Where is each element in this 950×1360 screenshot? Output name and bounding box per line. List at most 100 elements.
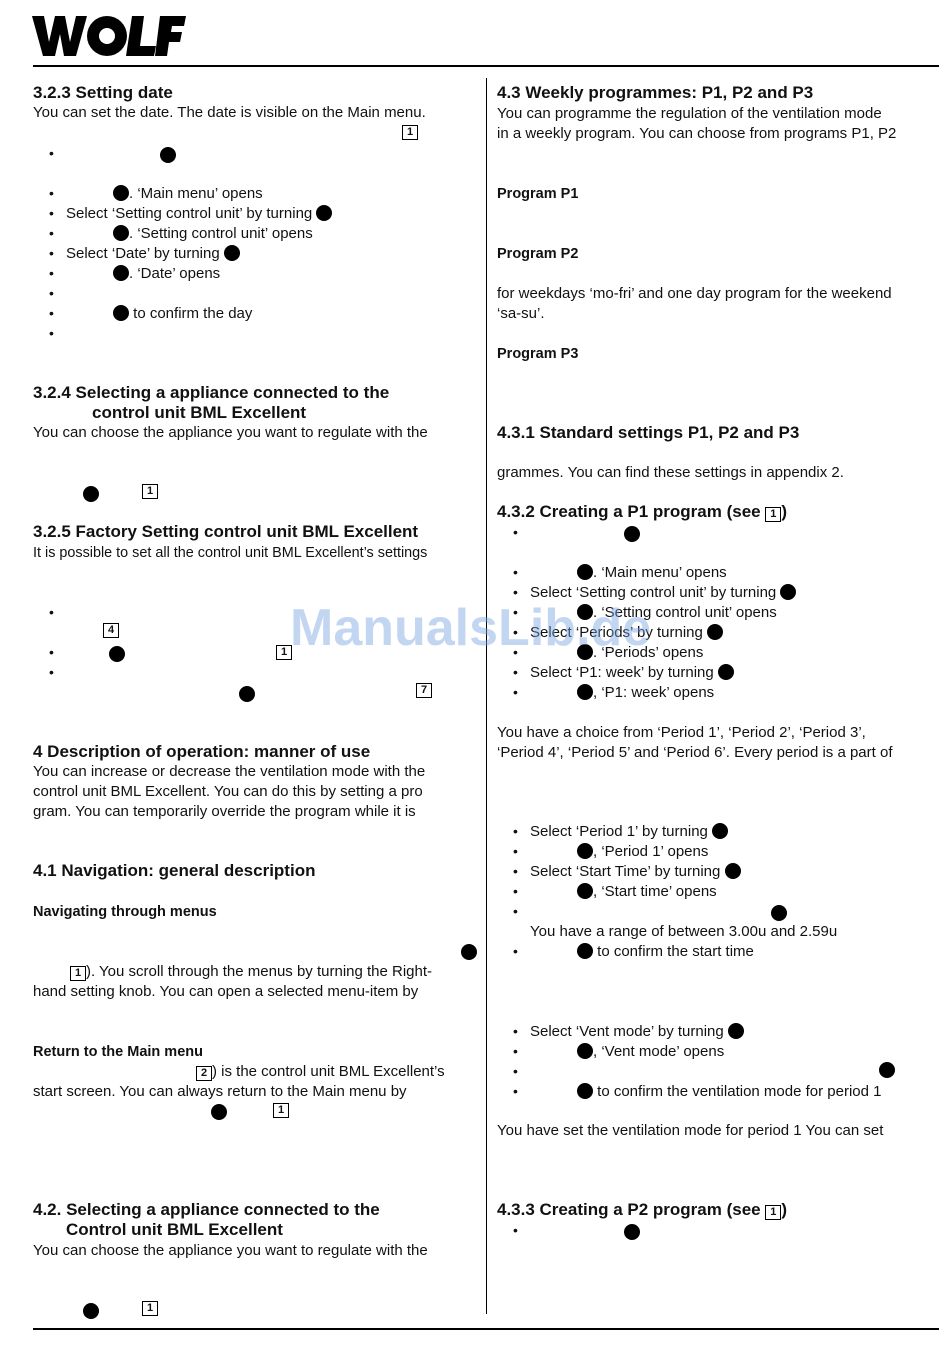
- bullet: •: [49, 225, 54, 241]
- list-item: , ‘P1: week’ opens: [577, 683, 714, 703]
- key-1-icon: 1: [142, 484, 158, 499]
- list-item: , ‘Period 1’ opens: [577, 842, 708, 862]
- section-4-3-1-text: grammes. You can find these settings in …: [497, 464, 844, 481]
- list-item: Select ‘Period 1’ by turning: [530, 822, 729, 842]
- bullet: •: [513, 644, 518, 660]
- list-item: . ‘Periods’ opens: [577, 643, 703, 663]
- knob-icon: [879, 1062, 895, 1078]
- knob-icon: [707, 624, 724, 640]
- knob-icon: [577, 1083, 593, 1099]
- bullet: •: [49, 305, 54, 321]
- section-4-2-text: You can choose the appliance you want to…: [33, 1242, 428, 1259]
- bullet: •: [513, 1023, 518, 1039]
- list-item: . ‘Setting control unit’ opens: [113, 224, 313, 244]
- column-divider: [486, 78, 487, 1314]
- bullet: •: [513, 1222, 518, 1238]
- knob-icon: [113, 265, 129, 281]
- bullet: •: [49, 285, 54, 301]
- section-3-2-3-title: 3.2.3 Setting date: [33, 83, 173, 102]
- bullet: •: [513, 1083, 518, 1099]
- section-4-1-text: 1). You scroll through the menus by turn…: [70, 962, 432, 982]
- key-1-icon: 1: [70, 966, 86, 981]
- key-1-icon: 1: [276, 645, 292, 660]
- bullet: •: [513, 604, 518, 620]
- knob-icon: [577, 843, 593, 859]
- key-7-icon: 7: [416, 683, 432, 698]
- knob-icon: [624, 526, 640, 542]
- section-3-2-4-title: 3.2.4 Selecting a appliance connected to…: [33, 383, 390, 402]
- list-item: Select ‘P1: week’ by turning: [530, 663, 734, 683]
- section-3-2-4-title-line2: control unit BML Excellent: [92, 403, 307, 422]
- section-3-2-5-title: 3.2.5 Factory Setting control unit BML E…: [33, 522, 419, 541]
- section-4-2-title: 4.2. Selecting a appliance connected to …: [33, 1200, 380, 1219]
- program-p2-text: ‘sa-su’.: [497, 305, 545, 322]
- list-item: Select ‘Setting control unit’ by turning: [530, 583, 797, 603]
- section-4-text: control unit BML Excellent. You can do t…: [33, 783, 423, 800]
- bullet: •: [513, 823, 518, 839]
- knob-icon: [109, 646, 125, 662]
- knob-icon: [577, 564, 593, 580]
- knob-icon: [771, 905, 787, 921]
- key-1-icon: 1: [402, 125, 418, 140]
- section-4-title: 4 Description of operation: manner of us…: [33, 742, 371, 761]
- section-4-3-2-text: ‘Period 4’, ‘Period 5’ and ‘Period 6’. E…: [497, 744, 893, 761]
- knob-icon: [624, 1224, 640, 1240]
- section-4-3-2-title: 4.3.2 Creating a P1 program (see 1): [497, 502, 788, 522]
- list-item: , ‘Start time’ opens: [577, 882, 717, 902]
- knob-icon: [83, 486, 99, 502]
- key-1-icon: 1: [142, 1301, 158, 1316]
- footer-rule: [33, 1328, 939, 1330]
- section-4-1-text: start screen. You can always return to t…: [33, 1083, 407, 1100]
- bullet: •: [49, 145, 54, 161]
- knob-icon: [577, 943, 593, 959]
- program-p2-text: for weekdays ‘mo-fri’ and one day progra…: [497, 285, 892, 302]
- list-item: to confirm the day: [113, 304, 252, 324]
- bullet: •: [513, 584, 518, 600]
- knob-icon: [211, 1104, 227, 1120]
- key-1-icon: 1: [273, 1103, 289, 1118]
- bullet: •: [49, 265, 54, 281]
- bullet: •: [513, 1043, 518, 1059]
- section-4-2-title-line2: Control unit BML Excellent: [66, 1220, 283, 1239]
- section-4-1-text: 2) is the control unit BML Excellent’s: [196, 1062, 445, 1082]
- knob-icon: [461, 944, 477, 960]
- knob-icon: [780, 584, 797, 600]
- knob-icon: [577, 1043, 593, 1059]
- section-4-3-2-text: You have set the ventilation mode for pe…: [497, 1122, 884, 1139]
- bullet: •: [513, 524, 518, 540]
- key-1-icon: 1: [765, 507, 782, 522]
- bullet: •: [49, 205, 54, 221]
- list-item: Select ‘Periods’ by turning: [530, 623, 724, 643]
- program-p1-label: Program P1: [497, 186, 579, 202]
- list-item: to confirm the start time: [577, 942, 754, 962]
- section-4-3-text: in a weekly program. You can choose from…: [497, 125, 897, 142]
- knob-icon: [239, 686, 255, 702]
- section-4-3-title: 4.3 Weekly programmes: P1, P2 and P3: [497, 83, 814, 102]
- knob-icon: [577, 644, 593, 660]
- knob-icon: [113, 225, 129, 241]
- key-1-icon: 1: [765, 1205, 782, 1220]
- section-4-1-title: 4.1 Navigation: general description: [33, 861, 316, 880]
- knob-icon: [577, 604, 593, 620]
- list-item: . ‘Date’ opens: [113, 264, 220, 284]
- bullet: •: [513, 1063, 518, 1079]
- knob-icon: [113, 305, 129, 321]
- watermark: ManualsLib.de: [290, 599, 652, 657]
- knob-icon: [160, 147, 176, 163]
- list-item: Select ‘Vent mode’ by turning: [530, 1022, 744, 1042]
- program-p2-label: Program P2: [497, 246, 579, 262]
- section-4-3-1-title: 4.3.1 Standard settings P1, P2 and P3: [497, 423, 800, 442]
- knob-icon: [316, 205, 333, 221]
- knob-icon: [724, 863, 741, 879]
- section-4-1-text: hand setting knob. You can open a select…: [33, 983, 419, 1000]
- bullet: •: [49, 185, 54, 201]
- key-2-icon: 2: [196, 1066, 212, 1081]
- knob-icon: [223, 245, 240, 261]
- bullet: •: [513, 863, 518, 879]
- section-4-text: You can increase or decrease the ventila…: [33, 763, 426, 780]
- knob-icon: [83, 1303, 99, 1319]
- list-item: . ‘Main menu’ opens: [113, 184, 263, 204]
- knob-icon: [577, 883, 593, 899]
- knob-icon: [717, 664, 734, 680]
- bullet: •: [49, 664, 54, 680]
